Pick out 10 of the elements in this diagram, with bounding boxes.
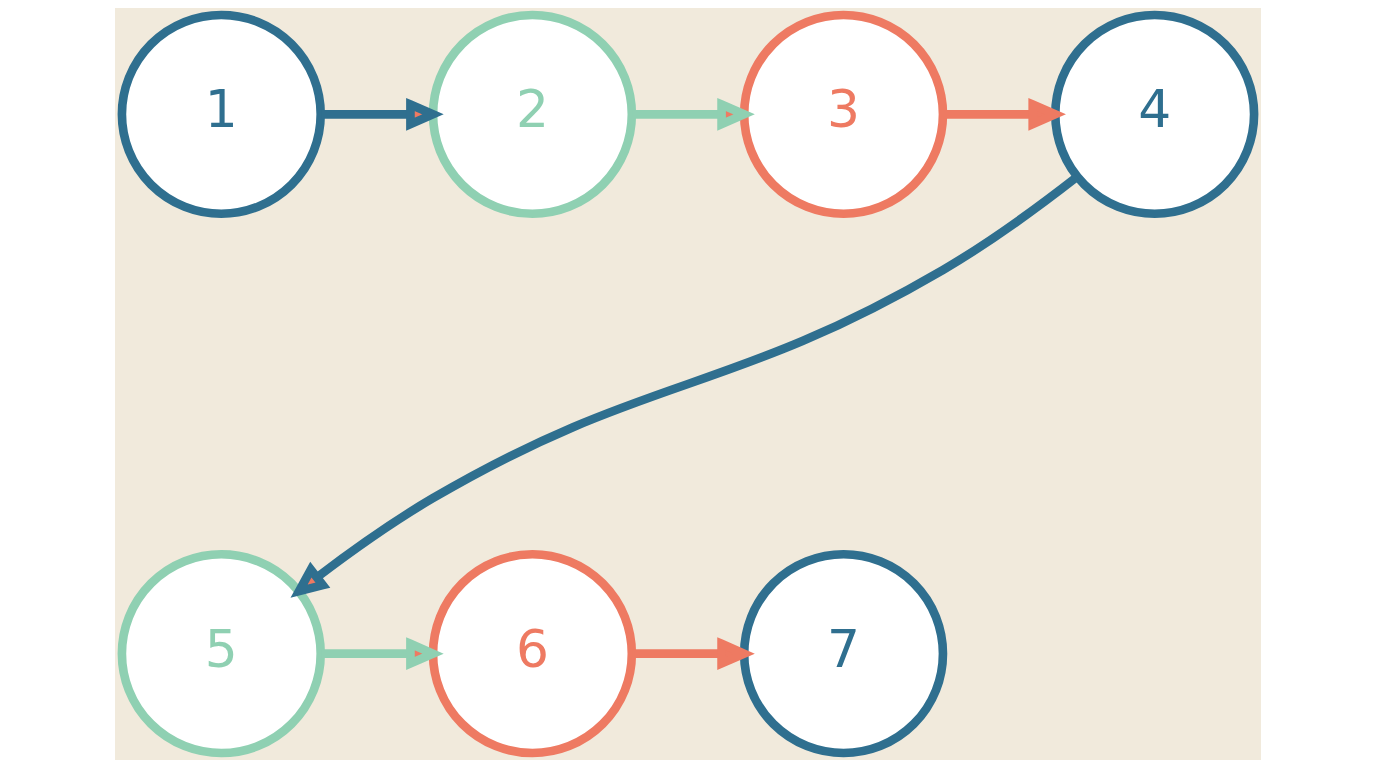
node-circle: 2 [428,10,637,219]
arrow [321,637,444,671]
node-circle: 5 [117,549,325,758]
node-circle: 6 [428,549,637,758]
arrow [290,173,1080,598]
node-circle: 4 [1051,10,1259,219]
arrow [321,97,444,131]
node-circle: 3 [739,10,948,219]
node-circle: 1 [117,10,325,219]
node-circle: 7 [739,549,948,758]
